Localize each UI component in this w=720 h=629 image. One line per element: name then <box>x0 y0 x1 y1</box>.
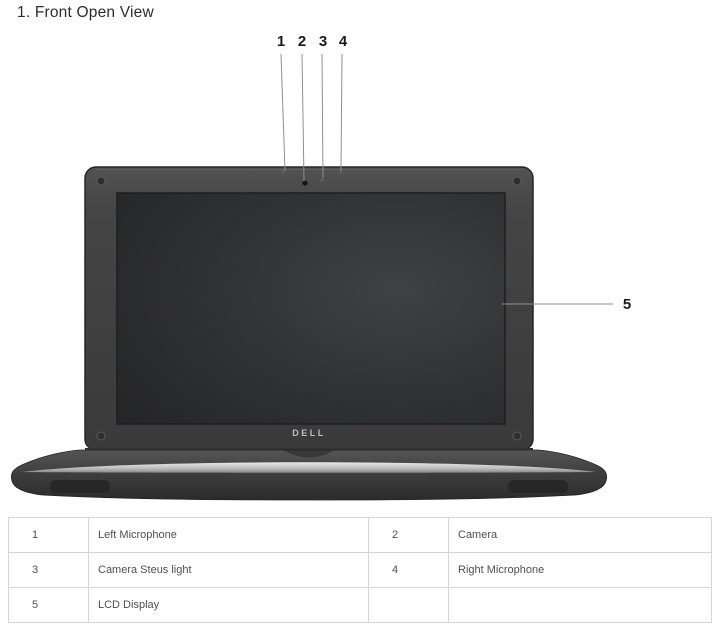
camera-status-light-icon <box>320 178 324 182</box>
callout-number-1: 1 <box>276 33 286 50</box>
callout-number-cell: 2 <box>368 517 449 553</box>
component-name-cell: Right Microphone <box>448 552 712 588</box>
lid-open-notch <box>283 450 335 458</box>
page-title: 1. Front Open View <box>17 4 154 21</box>
left-speaker-grille <box>50 480 110 493</box>
component-name-cell: Left Microphone <box>88 517 369 553</box>
component-name-cell <box>448 587 712 623</box>
component-name-cell: LCD Display <box>88 587 369 623</box>
bezel-screw-icons <box>96 176 522 441</box>
callout-number-cell: 3 <box>8 552 89 588</box>
left-microphone-icon <box>281 170 285 174</box>
table-row: 5 LCD Display <box>8 587 712 623</box>
callout-number-cell: 4 <box>368 552 449 588</box>
base-front-edge <box>22 462 596 473</box>
right-microphone-icon <box>339 170 343 174</box>
laptop-illustration <box>10 53 613 501</box>
camera-cluster <box>281 170 343 187</box>
component-name-cell: Camera Steus light <box>88 552 369 588</box>
callout-number-3: 3 <box>318 33 328 50</box>
table-row: 3 Camera Steus light 4 Right Microphone <box>8 552 712 588</box>
front-open-view-diagram: 1 2 3 4 5 DELL <box>10 33 632 501</box>
component-table: 1 Left Microphone 2 Camera 3 Camera Steu… <box>8 517 712 623</box>
laptop-base <box>10 449 608 501</box>
callout-number-4: 4 <box>338 33 348 50</box>
callout-number-cell <box>368 587 449 623</box>
callout-number-5: 5 <box>622 296 632 313</box>
right-speaker-grille <box>508 480 568 493</box>
callout-number-cell: 1 <box>8 517 89 553</box>
callout-number-2: 2 <box>297 33 307 50</box>
table-row: 1 Left Microphone 2 Camera <box>8 517 712 553</box>
callout-number-cell: 5 <box>8 587 89 623</box>
screen-panel <box>116 192 506 425</box>
callout-lines <box>280 53 613 305</box>
camera-icon <box>301 179 309 187</box>
component-name-cell: Camera <box>448 517 712 553</box>
dell-logo: DELL <box>292 428 326 438</box>
